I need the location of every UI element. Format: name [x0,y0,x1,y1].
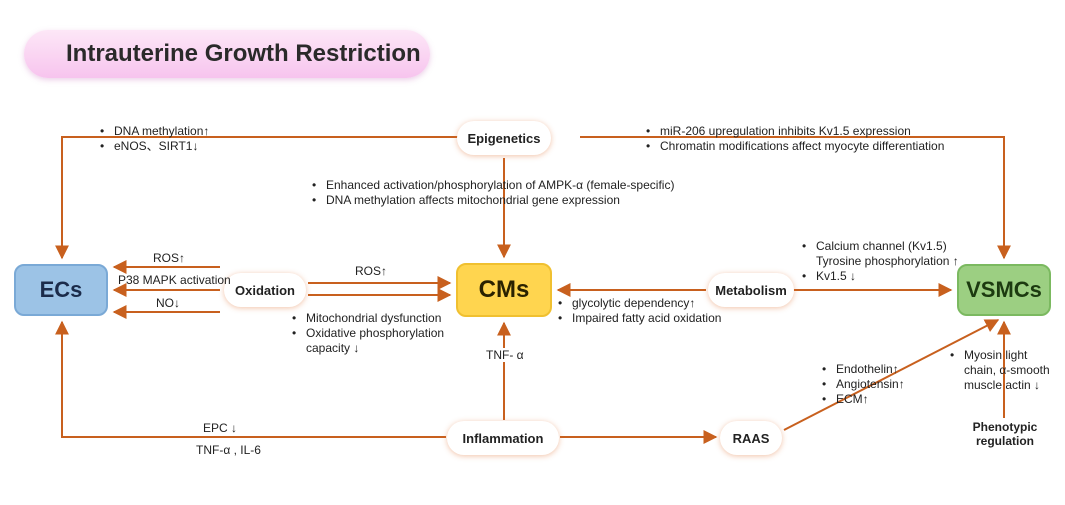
annotation-item: Mitochondrial dysfunction [292,311,454,326]
node-metabolism: Metabolism [708,273,794,307]
annotation-raas-vsmcs: Endothelin↑ Angiotensin↑ ECM↑ [822,362,905,407]
node-phenotypic-regulation: Phenotypic regulation [958,420,1052,448]
annotation-item: DNA methylation affects mitochondrial ge… [312,193,674,208]
annotation-item: Impaired fatty acid oxidation [558,311,721,326]
annotation-epigenetics-cms: Enhanced activation/phosphorylation of A… [312,178,674,208]
annotation-item: Calcium channel (Kv1.5) Tyrosine phospho… [802,239,974,269]
phenotypic-line-1: Phenotypic [972,420,1038,434]
annotation-metabolism-vsmcs: Calcium channel (Kv1.5) Tyrosine phospho… [802,239,974,284]
label-epc: EPC ↓ [203,421,238,435]
annotation-epigenetics-vsmcs: miR-206 upregulation inhibits Kv1.5 expr… [646,124,944,154]
annotation-phenotypic-vsmcs: Myosin light chain, α-smooth muscle acti… [950,348,1050,393]
node-epigenetics: Epigenetics [457,121,551,155]
label-ros-cms: ROS↑ [355,264,388,278]
arrow-epigenetics-ecs [55,136,460,260]
annotation-item: eNOS、SIRT1↓ [100,139,209,154]
annotation-epigenetics-ecs: DNA methylation↑ eNOS、SIRT1↓ [100,124,209,154]
label-tnf-cms: TNF- α [484,348,526,362]
cell-vsmcs: VSMCs [957,264,1051,316]
label-ros-ecs: ROS↑ [153,251,186,265]
label-tnf-il6: TNF-α , IL-6 [196,443,261,457]
annotation-item: Oxidative phosphorylation capacity ↓ [292,326,454,356]
node-inflammation: Inflammation [447,421,559,455]
annotation-item: DNA methylation↑ [100,124,209,139]
annotation-item: Endothelin↑ [822,362,905,377]
annotation-item: Myosin light chain, α-smooth muscle acti… [950,348,1050,393]
annotation-item: miR-206 upregulation inhibits Kv1.5 expr… [646,124,944,139]
phenotypic-line-2: regulation [975,434,1034,448]
label-no-ecs: NO↓ [156,296,180,310]
label-p38-mapk: P38 MAPK activation [118,273,231,287]
annotation-oxidation-cms: Mitochondrial dysfunction Oxidative phos… [292,311,454,356]
annotation-item: glycolytic dependency↑ [558,296,721,311]
annotation-metabolism-cms: glycolytic dependency↑ Impaired fatty ac… [558,296,721,326]
annotation-item: Enhanced activation/phosphorylation of A… [312,178,674,193]
annotation-item: Angiotensin↑ [822,377,905,392]
cell-ecs: ECs [14,264,108,316]
annotation-item: Kv1.5 ↓ [802,269,974,284]
node-oxidation: Oxidation [224,273,306,307]
annotation-item: Chromatin modifications affect myocyte d… [646,139,944,154]
node-raas: RAAS [720,421,782,455]
annotation-item: ECM↑ [822,392,905,407]
cell-cms: CMs [456,263,552,317]
arrow-inflammation-ecs [55,320,446,438]
diagram-title: Intrauterine Growth Restriction [24,30,430,78]
